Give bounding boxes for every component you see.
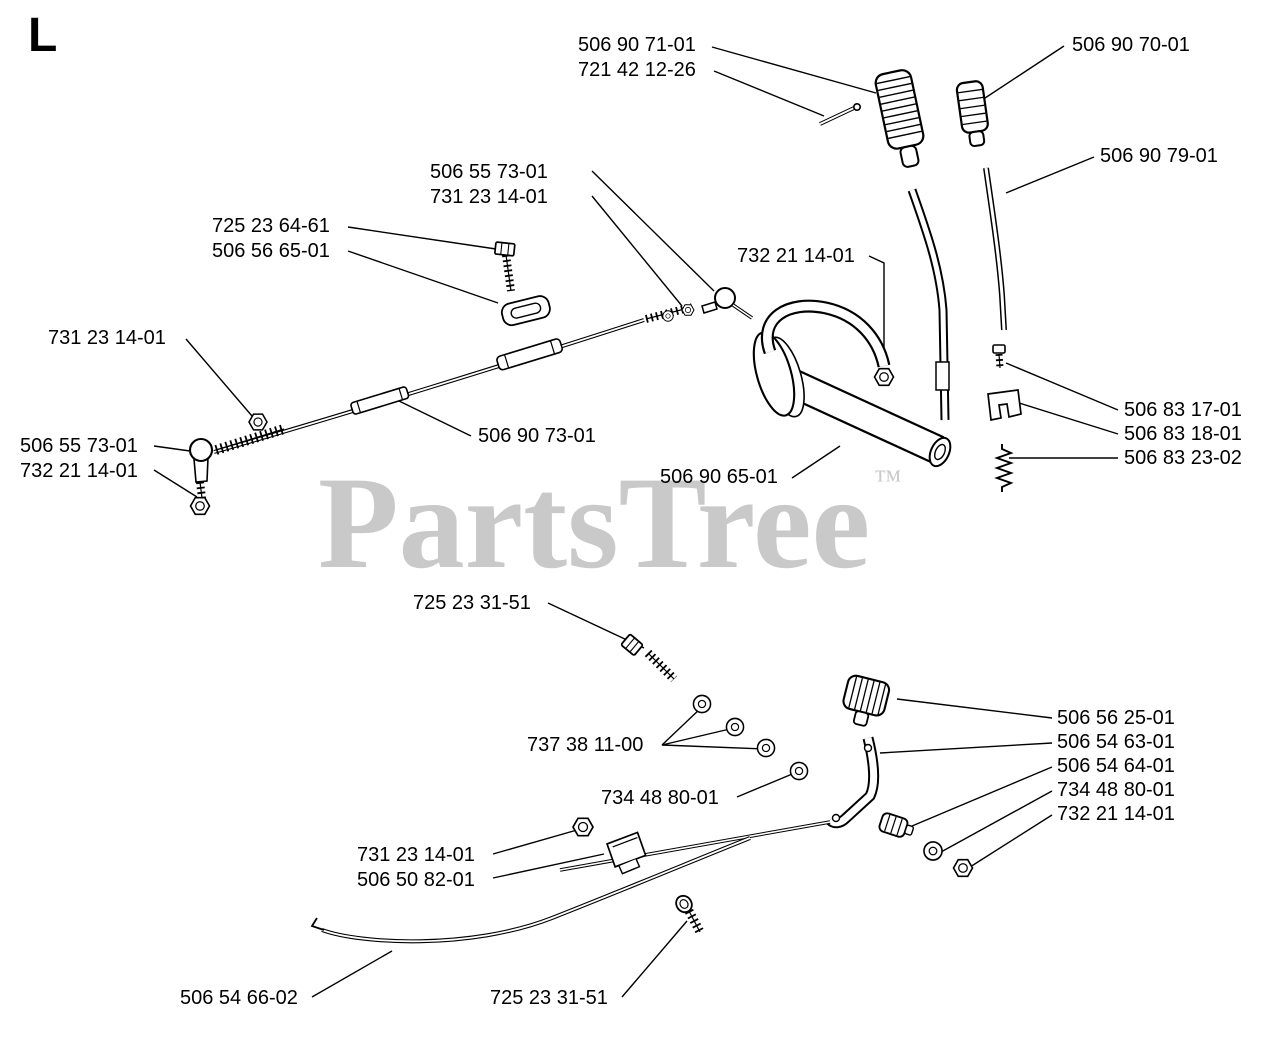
part-number-label: 506 56 25-01: [1057, 707, 1175, 729]
part-number-label: 506 54 63-01: [1057, 731, 1175, 753]
part-number-label: 737 38 11-00: [527, 734, 644, 756]
control-tube: [752, 299, 952, 468]
part-number-label: 506 90 73-01: [478, 425, 596, 447]
handle-grip: [955, 80, 989, 148]
part-number-label: 506 90 65-01: [660, 466, 778, 488]
part-number-label: 506 83 17-01: [1124, 399, 1242, 421]
part-number-label: 732 21 14-01: [737, 245, 855, 267]
cable-clamp: [500, 295, 551, 327]
tube-slot: [935, 361, 950, 391]
watermark-trademark: ™: [874, 465, 902, 496]
cable-end-hook: [310, 917, 325, 931]
part-number-label: 506 54 64-01: [1057, 755, 1175, 777]
part-number-label: 506 83 18-01: [1124, 423, 1242, 445]
control-lever: [826, 736, 880, 829]
lower-control-cable: [310, 836, 751, 944]
cable-ferrule: [350, 386, 410, 415]
part-number-label: 734 48 80-01: [1057, 779, 1175, 801]
part-number-label: 725 23 31-51: [490, 987, 608, 1009]
part-number-label: 506 83 23-02: [1124, 447, 1242, 469]
part-number-label: 725 23 31-51: [413, 592, 531, 614]
watermark-text: PartsTree: [318, 449, 871, 596]
part-number-label: 506 90 71-01: [578, 34, 696, 56]
part-number-label: 734 48 80-01: [601, 787, 719, 809]
part-number-label: 725 23 64-61: [212, 215, 330, 237]
retainer-clip: [987, 389, 1022, 422]
adjust-bolt-upper: [620, 633, 678, 683]
small-bolt: [992, 344, 1006, 369]
leader-lines: [153, 45, 1119, 998]
part-number-label: 506 54 66-02: [180, 987, 298, 1009]
grip-rod: [983, 167, 1007, 331]
upper-control-cable: [213, 303, 694, 455]
spring: [994, 444, 1014, 492]
part-number-label: 732 21 14-01: [20, 460, 138, 482]
part-number-label: 506 90 70-01: [1072, 34, 1190, 56]
part-number-label: 506 50 82-01: [357, 869, 475, 891]
barrel-adjuster: [878, 812, 915, 838]
adjust-bolt-lower: [675, 894, 704, 935]
cotter-pin: [819, 103, 861, 126]
part-number-label: 506 56 65-01: [212, 240, 330, 262]
part-number-label: 506 90 79-01: [1100, 145, 1218, 167]
cable-clip: [605, 831, 647, 875]
ball-joint-left: [188, 437, 214, 499]
part-number-label: 731 23 14-01: [357, 844, 475, 866]
clamp-bolt: [494, 241, 516, 292]
part-number-label: 731 23 14-01: [430, 186, 548, 208]
section-letter: L: [28, 9, 58, 62]
throttle-lever-rod: [907, 188, 950, 421]
knob-grip: [842, 674, 891, 727]
link-rod: [559, 820, 831, 872]
part-number-label: 506 55 73-01: [430, 161, 548, 183]
cable-housing: [496, 338, 563, 371]
part-number-label: 721 42 12-26: [578, 59, 696, 81]
part-number-label: 731 23 14-01: [48, 327, 166, 349]
ball-joint-right: [701, 287, 753, 320]
part-number-label: 506 55 73-01: [20, 435, 138, 457]
throttle-grip: [874, 69, 925, 168]
part-number-label: 732 21 14-01: [1057, 803, 1175, 825]
